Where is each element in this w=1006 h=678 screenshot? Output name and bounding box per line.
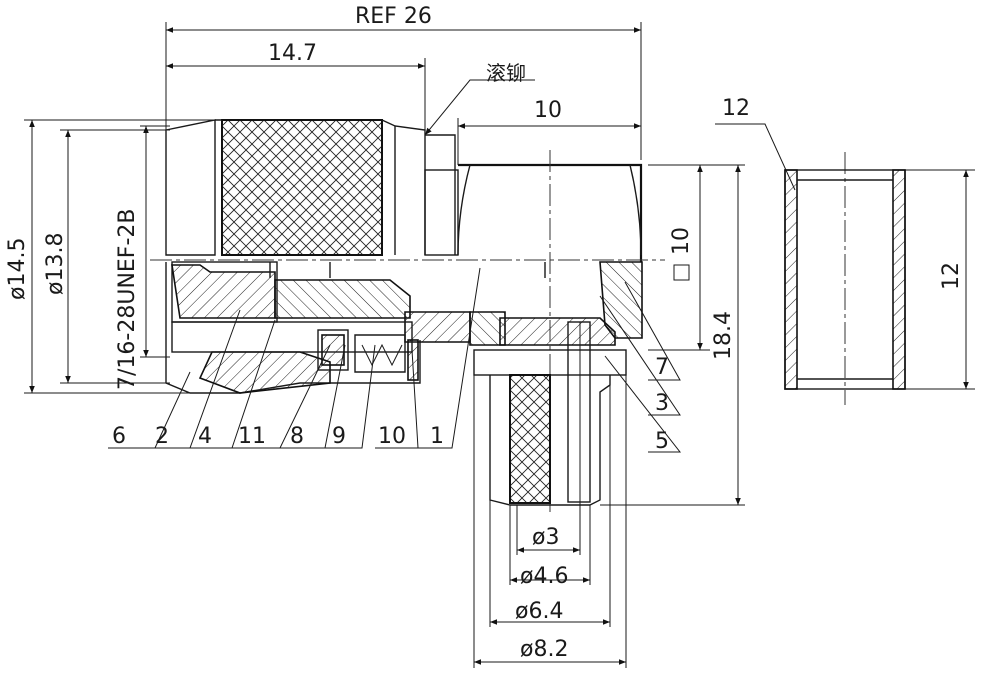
part-2: 2 <box>155 424 169 449</box>
part-5: 5 <box>655 429 669 454</box>
part-numbers: 6 2 4 11 8 9 10 1 7 3 5 <box>112 355 669 454</box>
part-1: 1 <box>430 424 444 449</box>
part-6: 6 <box>112 424 126 449</box>
dim-dia-82: ø8.2 <box>520 637 568 662</box>
square-symbol-icon <box>673 264 690 281</box>
dim-dia-64: ø6.4 <box>515 599 563 624</box>
part-10: 10 <box>378 424 406 449</box>
part-9: 9 <box>332 424 346 449</box>
dim-height: 18.4 <box>711 311 736 360</box>
part-leaders <box>108 267 682 453</box>
dim-square: 10 <box>669 227 694 255</box>
dim-head: 10 <box>534 98 562 123</box>
dim-body: 14.7 <box>268 41 317 66</box>
part-7: 7 <box>655 355 669 380</box>
connector-body <box>150 119 846 515</box>
part-3: 3 <box>655 391 669 416</box>
knurled-nut <box>221 119 383 256</box>
dim-dia-knurl: ø13.8 <box>43 233 68 295</box>
dim-dia-outer: ø14.5 <box>5 238 30 300</box>
dimension-texts: REF 26 14.7 10 滚铆 12 ø14.5 ø13.8 7/16-28… <box>5 4 964 662</box>
part-11: 11 <box>238 424 266 449</box>
ferrule-label: 12 <box>722 96 750 121</box>
part-4: 4 <box>198 424 212 449</box>
dimension-lines <box>29 27 969 665</box>
dim-ferrule-height: 12 <box>939 262 964 290</box>
part-8: 8 <box>290 424 304 449</box>
dim-ref: REF 26 <box>355 4 432 29</box>
crimp-label: 滚铆 <box>486 61 526 85</box>
cable-knurl <box>509 374 551 504</box>
dim-dia-3: ø3 <box>532 525 559 550</box>
dim-dia-46: ø4.6 <box>520 564 568 589</box>
ferrule-part <box>784 169 906 390</box>
dim-thread: 7/16-28UNEF-2B <box>115 209 140 390</box>
